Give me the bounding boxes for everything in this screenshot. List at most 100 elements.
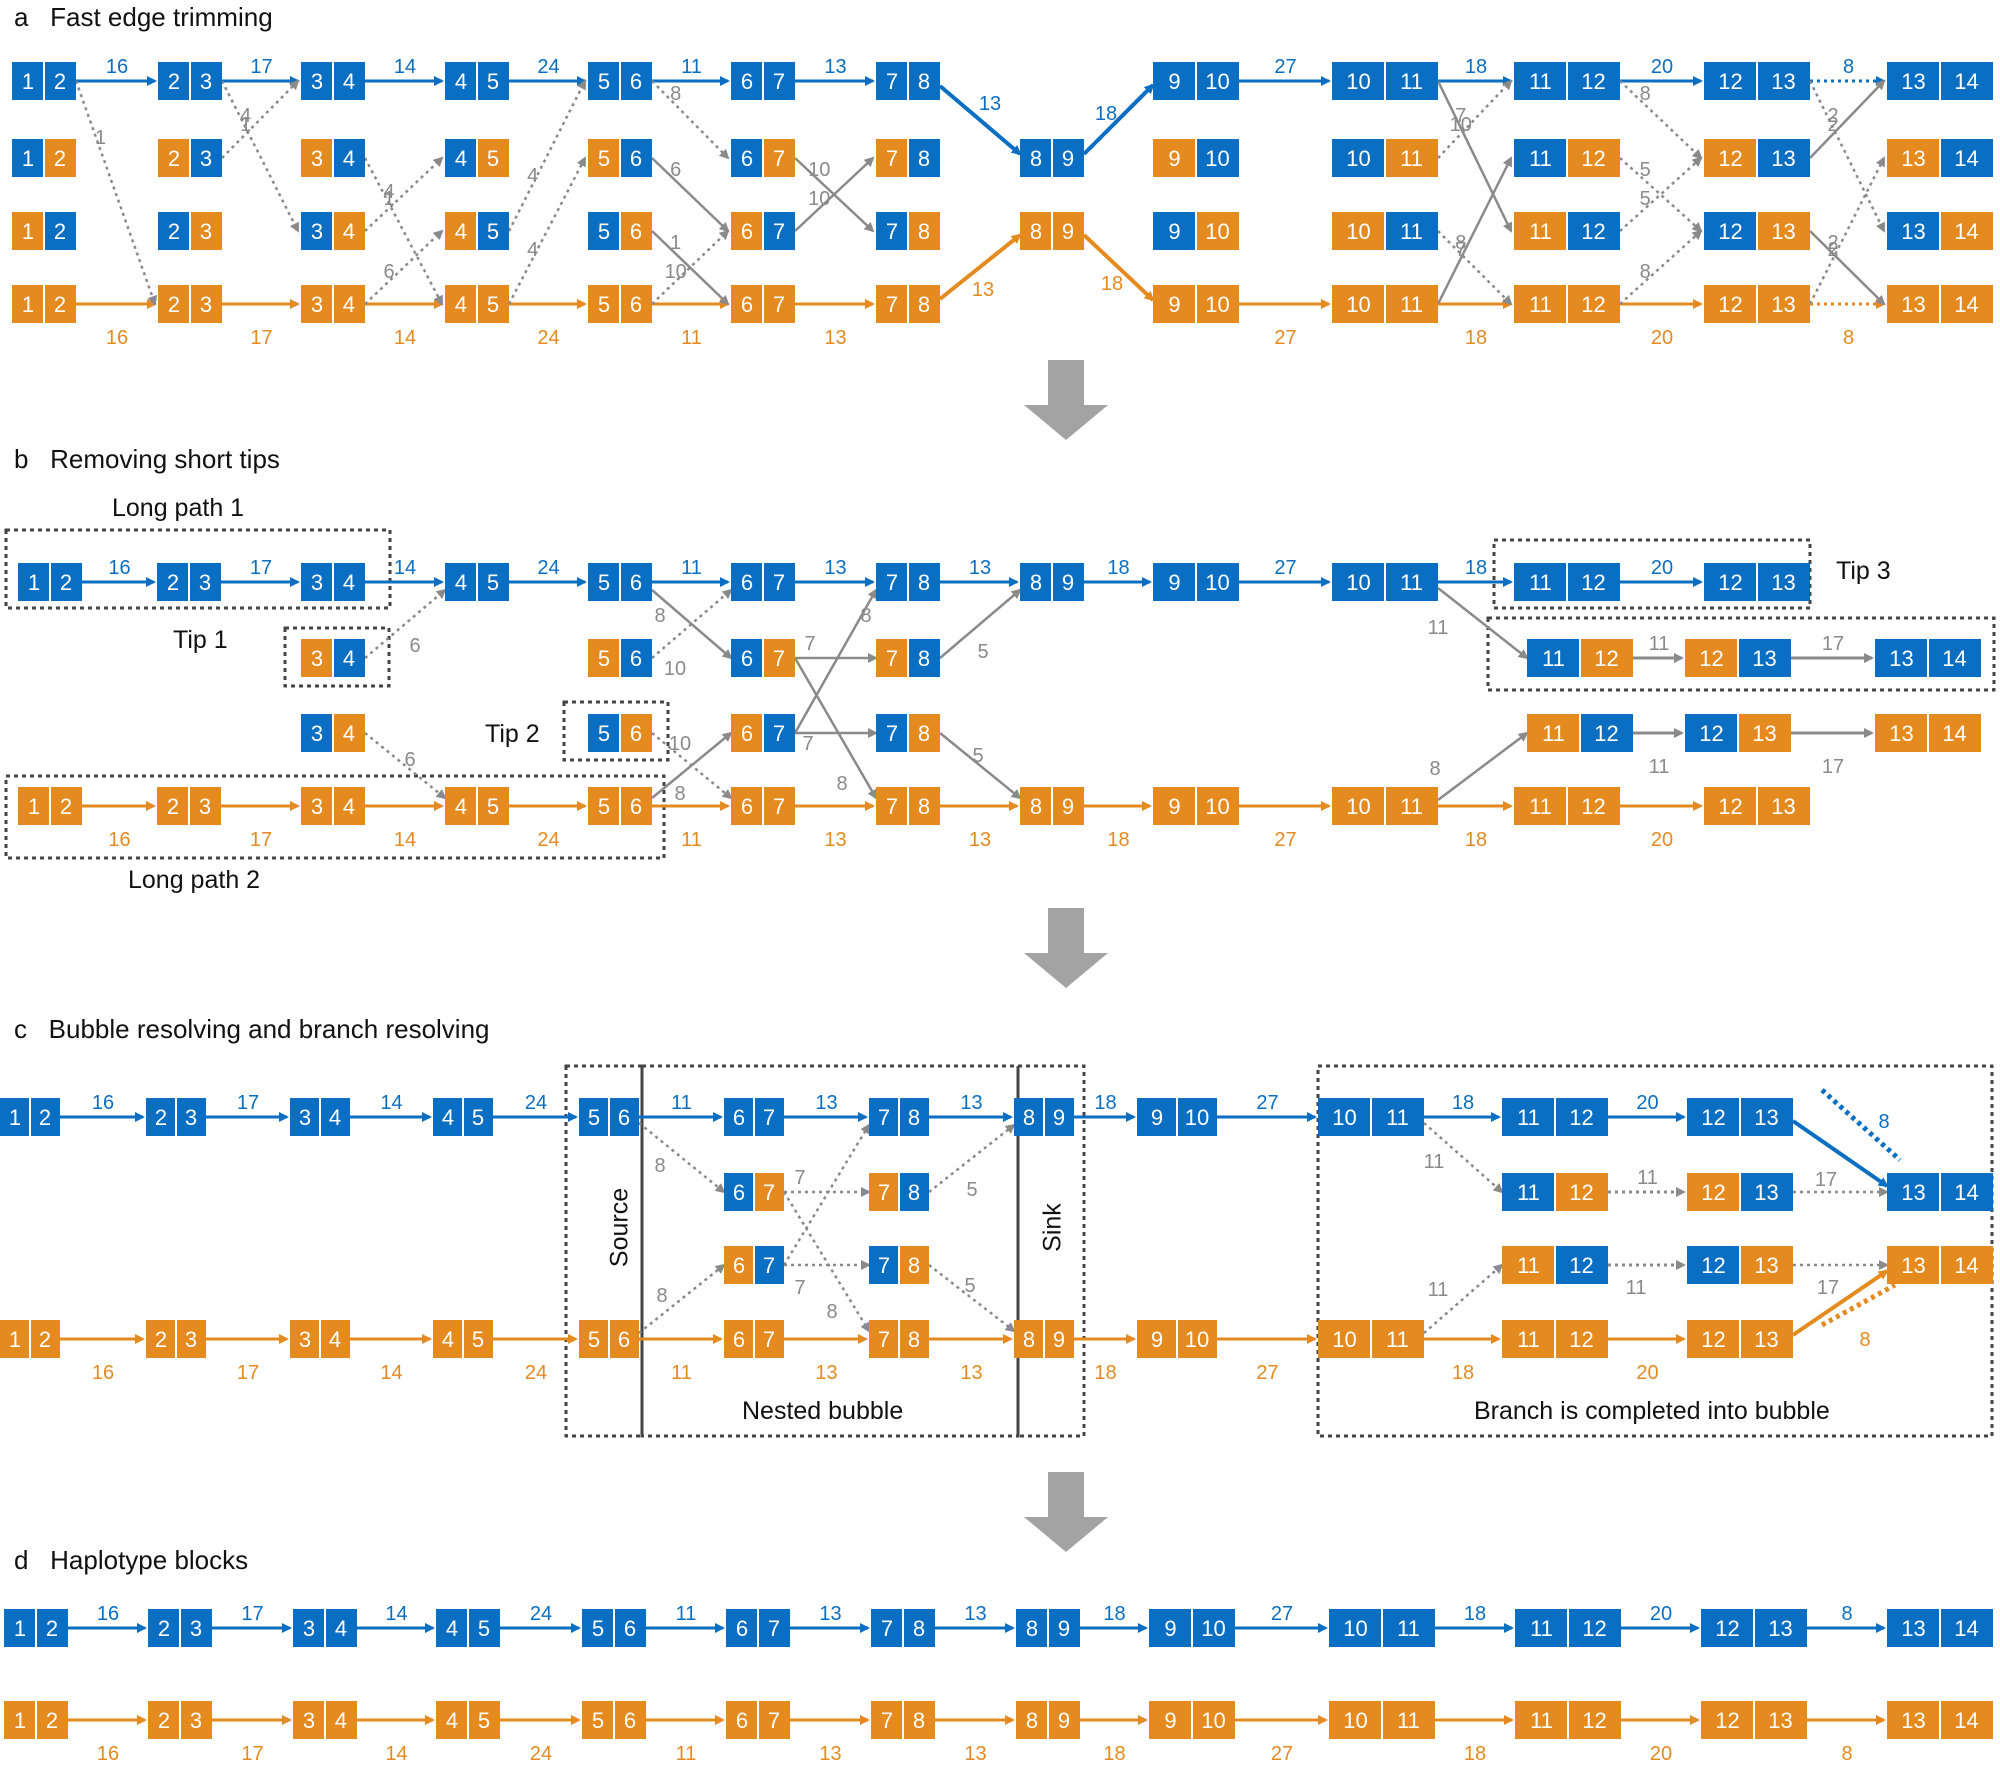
- node-label-left: 12: [1718, 219, 1742, 244]
- node-label-right: 11: [1400, 219, 1423, 244]
- node-right-half: [1580, 714, 1633, 752]
- panel-a-cross-edge-17: [1437, 230, 1513, 306]
- node-left-half: [579, 1320, 609, 1358]
- node-label-left: 6: [741, 721, 753, 746]
- node-label-left: 3: [311, 219, 323, 244]
- node-left-half: [731, 285, 763, 323]
- node-label-left: 6: [736, 1616, 748, 1641]
- node-left-half: [1685, 714, 1738, 752]
- node-label-left: 9: [1168, 570, 1180, 595]
- node-left-half: [1153, 787, 1196, 825]
- node-left-half: [157, 563, 189, 601]
- panel-a-cross-edge-12: [651, 80, 730, 160]
- node-label-left: 1: [22, 292, 34, 317]
- node-right-half: [908, 639, 940, 677]
- node-label-right: 9: [1058, 1708, 1070, 1733]
- node-label-left: 8: [1030, 794, 1042, 819]
- node-left-half: [1887, 1246, 1940, 1284]
- node-left-half: [588, 563, 620, 601]
- node-label-left: 3: [311, 721, 323, 746]
- panel-b-orange-edge-3-weight: 24: [537, 829, 559, 851]
- node-label-right: 8: [908, 1180, 920, 1205]
- panel-b-orange-edge-5-weight: 13: [824, 829, 846, 851]
- panel-a-cross-weight-3: 4: [527, 239, 538, 261]
- panel-a-row0-edge-4-weight: 11: [681, 56, 702, 78]
- node-label-right: 10: [1205, 69, 1229, 94]
- panel-a-cross-weight-13: 10: [665, 261, 687, 283]
- node-right-half: [763, 139, 795, 177]
- node-left-half: [1704, 139, 1757, 177]
- node-label-right: 2: [54, 219, 66, 244]
- node-label-left: 11: [1530, 1616, 1553, 1641]
- node-label-right: 5: [487, 146, 499, 171]
- node-label-left: 6: [733, 1180, 745, 1205]
- node-right-half: [190, 139, 222, 177]
- node-right-half: [44, 139, 76, 177]
- panel-a-cross-edge-20: [1619, 80, 1703, 160]
- panel-c-blue-edge-9-weight: 18: [1452, 1092, 1474, 1114]
- node-label-left: 12: [1701, 1327, 1725, 1352]
- node-label-right: 3: [200, 219, 212, 244]
- panel-a-row3-edge-1-weight: 17: [250, 327, 272, 349]
- node-left-half: [1701, 1609, 1754, 1647]
- node-right-half: [180, 1701, 212, 1739]
- node-label-right: 4: [343, 794, 355, 819]
- node-left-half: [1318, 1098, 1371, 1136]
- node-left-half: [1014, 1320, 1044, 1358]
- panel-c-orange-edge-2-weight: 14: [380, 1362, 402, 1384]
- node-label-left: 8: [1030, 146, 1042, 171]
- node-label-left: 1: [22, 219, 34, 244]
- node-right-half: [1940, 285, 1993, 323]
- node-12-13: 12 13: [1687, 1320, 1793, 1358]
- node-label-right: 5: [472, 1105, 484, 1130]
- node-right-half: [189, 563, 221, 601]
- node-label-right: 12: [1569, 1253, 1593, 1278]
- panel-a-cross-weight-18: 7: [1455, 105, 1466, 127]
- panel-b-title-text: Removing short tips: [50, 444, 280, 474]
- node-label-right: 5: [478, 1708, 490, 1733]
- node-left-half: [588, 787, 620, 825]
- node-label-right: 11: [1386, 1105, 1409, 1130]
- node-left-half: [1514, 285, 1567, 323]
- node-label-left: 11: [1542, 721, 1565, 746]
- node-right-half: [1740, 1173, 1793, 1211]
- node-label-right: 8: [918, 646, 930, 671]
- node-label-right: 13: [1771, 219, 1795, 244]
- node-label-left: 4: [455, 219, 467, 244]
- node-label-left: 3: [299, 1105, 311, 1130]
- node-right-half: [620, 639, 652, 677]
- node-label-right: 6: [630, 146, 642, 171]
- node-right-half: [1567, 787, 1620, 825]
- panel-a-weight-18-blue: 18: [1095, 103, 1117, 125]
- node-label-left: 3: [311, 69, 323, 94]
- node-right-half: [1382, 1609, 1435, 1647]
- node-label-left: 9: [1151, 1327, 1163, 1352]
- panel-a-cross-weight-0: 4: [240, 105, 251, 127]
- node-label-right: 13: [1754, 1327, 1778, 1352]
- node-label-left: 10: [1343, 1616, 1367, 1641]
- node-left-half: [433, 1320, 463, 1358]
- node-label-left: 3: [303, 1616, 315, 1641]
- node-right-half: [1757, 285, 1810, 323]
